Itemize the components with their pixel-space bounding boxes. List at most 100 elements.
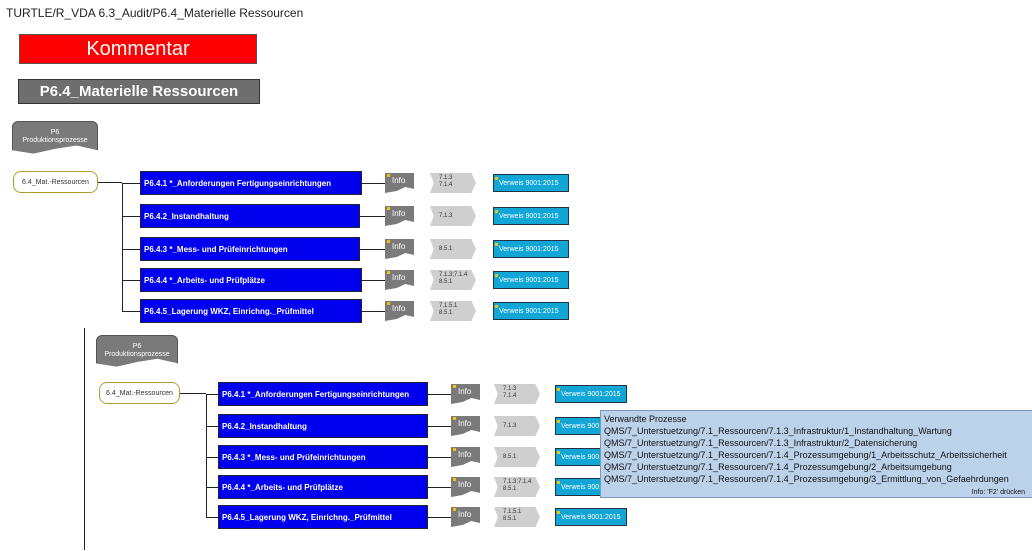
verweis-box[interactable]: Verweis 9001:2015 xyxy=(493,240,569,258)
verweis-label: Verweis 9001:2015 xyxy=(561,422,621,430)
reference-arrow[interactable]: 7.1.3 xyxy=(494,416,540,436)
task-box[interactable]: P6.4.3 *_Mess- und Prüfeinrichtungen xyxy=(140,237,360,261)
info-document[interactable]: Info xyxy=(385,301,414,321)
reference-number: 7.1.5.1 xyxy=(503,509,522,515)
verweis-box[interactable]: Verweis 9001:2015 xyxy=(555,508,627,526)
connector xyxy=(122,280,140,281)
verweis-label: Verweis 9001:2015 xyxy=(561,483,621,491)
tooltip-line[interactable]: QMS/7_Unterstuetzung/7.1_Ressourcen/7.1.… xyxy=(604,438,918,448)
reference-arrow[interactable]: 8.5.1 xyxy=(494,447,540,467)
connector xyxy=(122,311,140,312)
info-label: Info xyxy=(458,510,472,519)
task-box[interactable]: P6.4.2_Instandhaltung xyxy=(218,414,428,438)
connector xyxy=(206,394,218,395)
verweis-box[interactable]: Verweis 9001:2015 xyxy=(493,271,569,289)
connector xyxy=(98,182,122,183)
info-document[interactable]: Info xyxy=(451,416,480,436)
marker-icon xyxy=(387,174,390,177)
info-document[interactable]: Info xyxy=(385,206,414,226)
reference-number: 7.1.4 xyxy=(503,393,517,399)
info-label: Info xyxy=(392,209,406,218)
verweis-label: Verweis 9001:2015 xyxy=(561,453,621,461)
verweis-box[interactable]: Verweis 9001:2015 xyxy=(493,302,569,320)
reference-number: 7.1.3 xyxy=(503,423,517,429)
info-document[interactable]: Info xyxy=(385,173,414,193)
task-box[interactable]: P6.4.2_Instandhaltung xyxy=(140,204,360,228)
reference-number: 8.5.1 xyxy=(503,516,517,522)
tooltip-line[interactable]: QMS/7_Unterstuetzung/7.1_Ressourcen/7.1.… xyxy=(604,450,1007,460)
connector xyxy=(206,457,218,458)
verweis-box[interactable]: Verweis 9001:2015 xyxy=(493,207,569,225)
verweis-box[interactable]: Verweis 9001:2015 xyxy=(555,385,627,403)
info-document[interactable]: Info xyxy=(451,507,480,527)
start-node[interactable]: 6.4_Mat.-Ressourcen xyxy=(99,382,180,404)
breadcrumb: TURTLE/R_VDA 6.3_Audit/P6.4_Materielle R… xyxy=(6,6,304,20)
verweis-box[interactable]: Verweis 9001:2015 xyxy=(493,174,569,192)
connector xyxy=(428,426,451,427)
task-box[interactable]: P6.4.4 *_Arbeits- und Prüfplätze xyxy=(140,268,362,292)
info-document[interactable]: Info xyxy=(385,239,414,259)
connector xyxy=(206,394,207,517)
marker-icon xyxy=(495,210,498,213)
connector xyxy=(362,311,385,312)
marker-icon xyxy=(557,511,560,514)
verweis-label: Verweis 9001:2015 xyxy=(499,179,559,187)
process-id: P6 xyxy=(132,343,142,350)
verweis-label: Verweis 9001:2015 xyxy=(499,276,559,284)
process-name: Produktionsprozesse xyxy=(22,137,88,144)
connector xyxy=(362,280,385,281)
connector xyxy=(180,393,206,394)
info-document[interactable]: Info xyxy=(451,384,480,404)
process-id: P6 xyxy=(50,129,60,136)
task-box[interactable]: P6.4.4 *_Arbeits- und Prüfplätze xyxy=(218,475,428,499)
connector xyxy=(428,457,451,458)
connector xyxy=(122,216,140,217)
info-label: Info xyxy=(458,387,472,396)
marker-icon xyxy=(495,177,498,180)
verweis-label: Verweis 9001:2015 xyxy=(561,390,621,398)
connector xyxy=(206,517,218,518)
reference-number: 7.1.3 xyxy=(439,175,453,181)
process-name: Produktionsprozesse xyxy=(104,351,170,358)
start-node[interactable]: 6.4_Mat.-Ressourcen xyxy=(13,171,98,193)
marker-icon xyxy=(387,240,390,243)
connector xyxy=(122,249,140,250)
task-box[interactable]: P6.4.1 *_Anforderungen Fertigungseinrich… xyxy=(218,382,428,406)
tooltip-line[interactable]: QMS/7_Unterstuetzung/7.1_Ressourcen/7.1.… xyxy=(604,474,1009,484)
marker-icon xyxy=(453,448,456,451)
info-document[interactable]: Info xyxy=(451,447,480,467)
verweis-label: Verweis 9001:2015 xyxy=(499,212,559,220)
tooltip-line[interactable]: QMS/7_Unterstuetzung/7.1_Ressourcen/7.1.… xyxy=(604,426,952,436)
connector xyxy=(428,487,451,488)
connector xyxy=(206,487,218,488)
related-processes-tooltip: Verwandte Prozesse QMS/7_Unterstuetzung/… xyxy=(600,410,1032,498)
marker-icon xyxy=(495,243,498,246)
task-box[interactable]: P6.4.1 *_Anforderungen Fertigungseinrich… xyxy=(140,171,362,195)
reference-arrow[interactable]: 8.5.1 xyxy=(430,239,476,259)
reference-number: 7.1.5.1 xyxy=(439,303,458,309)
info-document[interactable]: Info xyxy=(385,270,414,290)
info-label: Info xyxy=(392,304,406,313)
task-box[interactable]: P6.4.5_Lagerung WKZ, Einrichng._Prüfmitt… xyxy=(218,505,428,529)
reference-arrow[interactable]: 7.1.3 xyxy=(430,206,476,226)
info-label: Info xyxy=(458,450,472,459)
tooltip-line[interactable]: QMS/7_Unterstuetzung/7.1_Ressourcen/7.1.… xyxy=(604,462,952,472)
comment-button[interactable]: Kommentar xyxy=(19,34,257,64)
task-box[interactable]: P6.4.5_Lagerung WKZ, Einrichng._Prüfmitt… xyxy=(140,299,362,323)
marker-icon xyxy=(453,508,456,511)
page-title: P6.4_Materielle Ressourcen xyxy=(18,79,260,104)
info-document[interactable]: Info xyxy=(451,477,480,497)
connector xyxy=(362,183,385,184)
marker-icon xyxy=(557,481,560,484)
reference-number: 8.5.1 xyxy=(439,246,453,252)
connector xyxy=(206,426,218,427)
task-box[interactable]: P6.4.3 *_Mess- und Prüfeinrichtungen xyxy=(218,445,428,469)
